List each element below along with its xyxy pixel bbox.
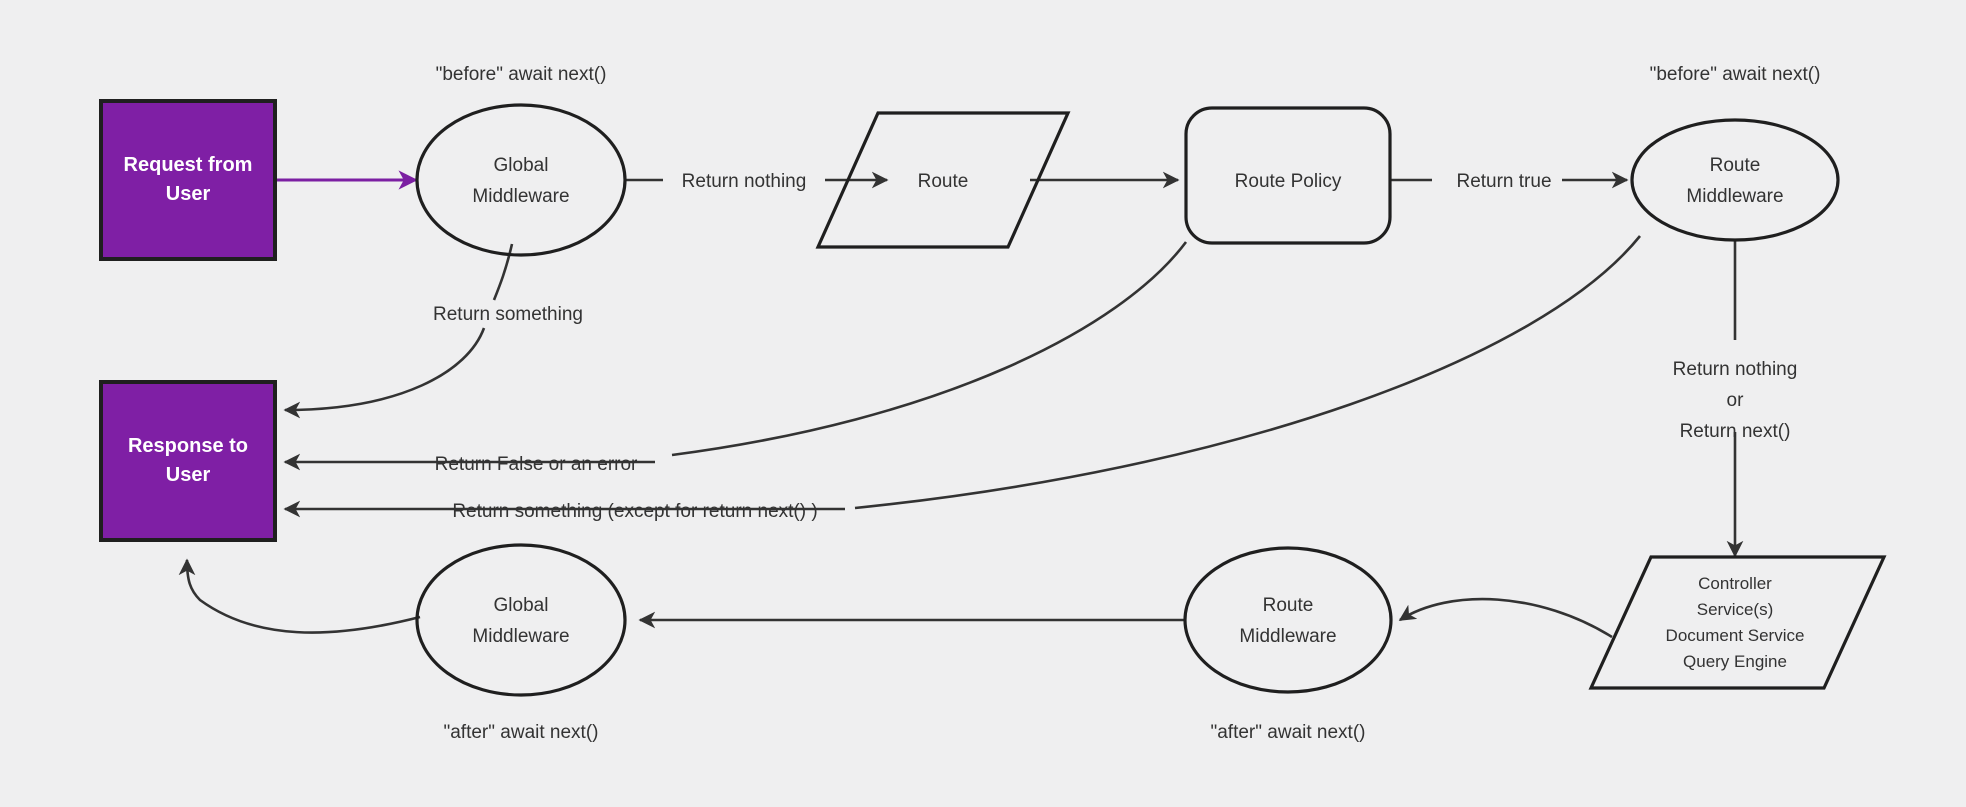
node-global-middleware-after[interactable]: Global Middleware: [415, 543, 627, 697]
annotation-before-await-next-global: "before" await next(): [436, 64, 607, 85]
node-route-policy[interactable]: Route Policy: [1184, 106, 1392, 245]
node-route-middleware-before[interactable]: Route Middleware: [1630, 118, 1840, 242]
edge-route-middleware-to-response: [283, 235, 1642, 518]
node-global-middleware-before[interactable]: Global Middleware: [415, 103, 627, 257]
route-middleware-before-line2: Middleware: [1686, 186, 1783, 207]
route-policy-label: Route Policy: [1235, 171, 1342, 192]
global-middleware-after-line2: Middleware: [472, 626, 569, 647]
edge-label-return-something-except-next: Return something (except for return next…: [452, 501, 817, 522]
edge-label-return-something: Return something: [433, 304, 583, 325]
node-route[interactable]: Route: [815, 111, 1071, 249]
edge-global-middleware-after-to-response: [178, 558, 421, 634]
request-from-user-line2: User: [166, 183, 211, 205]
route-middleware-before-line1: Route: [1710, 155, 1761, 176]
node-route-middleware-after[interactable]: Route Middleware: [1183, 546, 1393, 694]
edge-label-return-false-or-error: Return False or an error: [435, 454, 638, 475]
response-to-user-line1: Response to: [128, 435, 248, 457]
response-to-user-line2: User: [166, 464, 211, 486]
route-middleware-after-line1: Route: [1263, 595, 1314, 616]
global-middleware-before-line1: Global: [494, 155, 549, 176]
request-from-user-line1: Request from: [124, 154, 253, 176]
edge-label-return-true: Return true: [1456, 171, 1551, 192]
global-middleware-after-line1: Global: [494, 595, 549, 616]
edge-route-policy-to-response: [283, 241, 1188, 471]
edge-label-return-nothing-or-next-line2: or: [1727, 390, 1745, 411]
route-middleware-after-line2: Middleware: [1239, 626, 1336, 647]
route-label: Route: [918, 171, 969, 192]
node-response-to-user[interactable]: Response to User: [99, 380, 277, 542]
controller-stack-line2: Service(s): [1697, 600, 1774, 619]
edge-label-return-nothing-or-next-line1: Return nothing: [1673, 359, 1798, 380]
controller-stack-line3: Document Service: [1666, 626, 1805, 645]
edge-label-return-nothing: Return nothing: [682, 171, 807, 192]
edge-label-return-nothing-or-next-line3: Return next(): [1680, 421, 1791, 442]
node-controller-stack[interactable]: Controller Service(s) Document Service Q…: [1588, 555, 1887, 690]
global-middleware-before-line2: Middleware: [472, 186, 569, 207]
controller-stack-line1: Controller: [1698, 574, 1772, 593]
edge-global-middleware-to-response: [283, 243, 514, 419]
annotation-after-await-next-global: "after" await next(): [444, 722, 599, 743]
annotation-before-await-next-route: "before" await next(): [1650, 64, 1821, 85]
node-request-from-user[interactable]: Request from User: [99, 99, 277, 261]
controller-stack-line4: Query Engine: [1683, 652, 1787, 671]
annotation-after-await-next-route: "after" await next(): [1211, 722, 1366, 743]
edge-controller-to-route-middleware-after: [1398, 597, 1613, 639]
